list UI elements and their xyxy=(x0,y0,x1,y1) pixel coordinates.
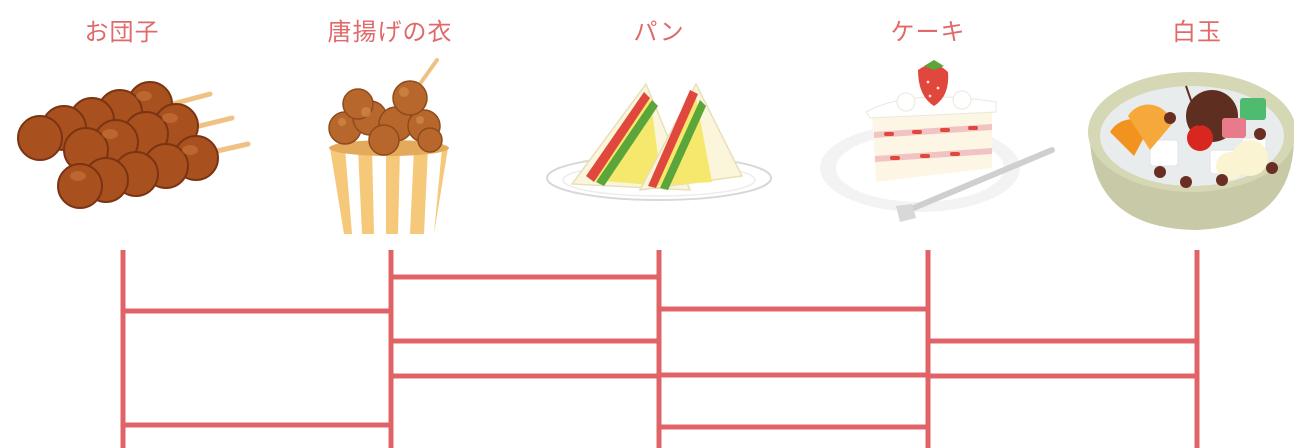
shortcake-icon xyxy=(820,60,1055,222)
label-cake: ケーキ xyxy=(890,18,966,46)
sandwich-icon xyxy=(546,82,772,201)
label-karaage: 唐揚げの衣 xyxy=(327,18,453,46)
shiratama-icon xyxy=(1088,72,1294,230)
label-bread: パン xyxy=(633,18,685,46)
karaage-icon xyxy=(328,58,449,234)
dango-icon xyxy=(17,81,251,209)
label-dango: お団子 xyxy=(84,18,160,46)
label-shiratama: 白玉 xyxy=(1172,18,1222,46)
